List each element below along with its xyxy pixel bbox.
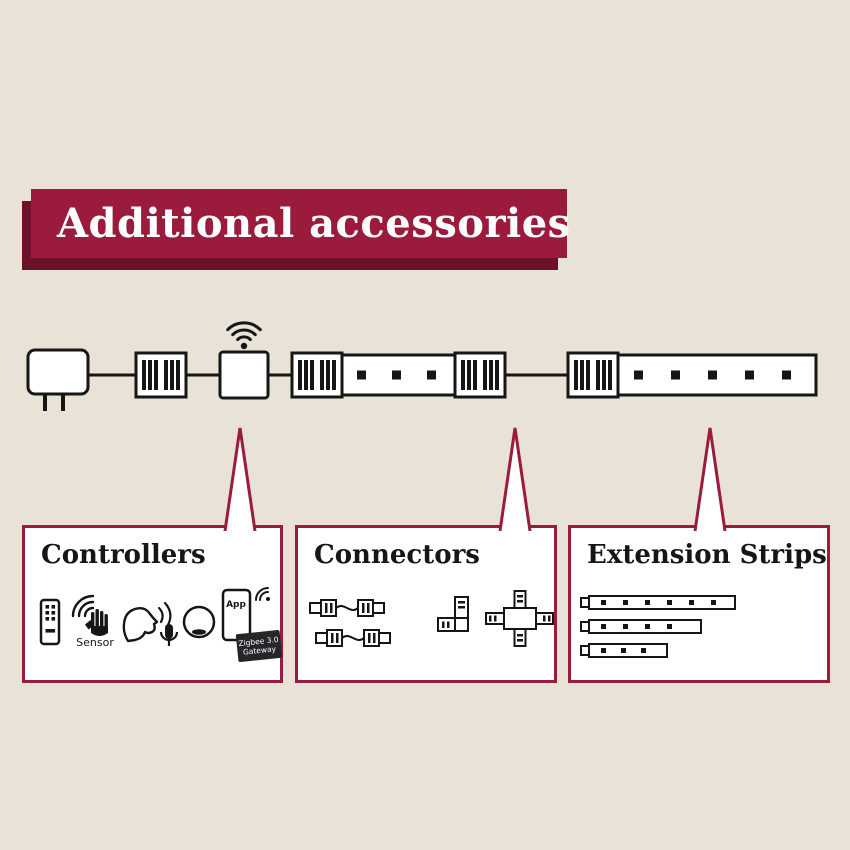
title-banner: Additional accessories — [31, 189, 570, 258]
led-strip-icon — [616, 353, 818, 397]
strip-connector-icon — [290, 351, 344, 399]
zigbee-label-line2: Gateway — [243, 644, 277, 656]
strip-system-diagram — [26, 321, 818, 411]
remote-control-icon — [39, 598, 61, 646]
sensor-label: Sensor — [76, 636, 114, 649]
voice-control-icon — [122, 601, 179, 646]
corner-connector-icon — [437, 596, 469, 632]
zigbee-label-line1: Zigbee 3.0 — [238, 635, 279, 648]
motion-sensor-icon: Sensor — [71, 594, 114, 649]
hand-icon — [85, 609, 108, 636]
extension-strips-icons — [580, 595, 736, 658]
extension-strip-icon — [580, 619, 702, 634]
wifi-icon — [226, 321, 262, 342]
cable-connector-icon — [315, 629, 391, 647]
callout-connectors-title: Connectors — [314, 540, 480, 570]
smart-speaker-icon — [182, 605, 216, 639]
cable-connector-icon — [309, 599, 385, 617]
wifi-icon — [255, 587, 269, 601]
controllers-icons: Sensor App — [39, 587, 282, 663]
extension-strip-icon — [580, 595, 736, 610]
cross-connector-icon — [485, 590, 554, 647]
callout-controllers: Controllers — [22, 525, 283, 683]
callout-controllers-title: Controllers — [41, 540, 206, 570]
microphone-icon — [159, 624, 179, 646]
callout-connectors: Connectors — [295, 525, 557, 683]
strip-connector-icon — [453, 351, 507, 399]
strip-connector-icon — [566, 351, 620, 399]
callout-pointer — [223, 427, 257, 531]
wifi-controller-icon — [218, 321, 270, 400]
led-strip-icon — [340, 353, 457, 397]
callout-pointer — [693, 427, 727, 531]
callout-extension-strips-title: Extension Strips — [587, 540, 827, 570]
connectors-icons — [309, 590, 554, 647]
strip-connector-icon — [134, 351, 188, 399]
sound-waves-icon — [157, 601, 172, 627]
power-plug-icon — [26, 348, 90, 411]
callout-extension-strips: Extension Strips — [568, 525, 830, 683]
callout-pointer — [498, 427, 532, 531]
page-title: Additional accessories — [57, 200, 571, 247]
app-label: App — [226, 600, 246, 610]
zigbee-gateway-icon: Zigbee 3.0 Gateway — [235, 629, 282, 663]
extension-strip-icon — [580, 643, 668, 658]
